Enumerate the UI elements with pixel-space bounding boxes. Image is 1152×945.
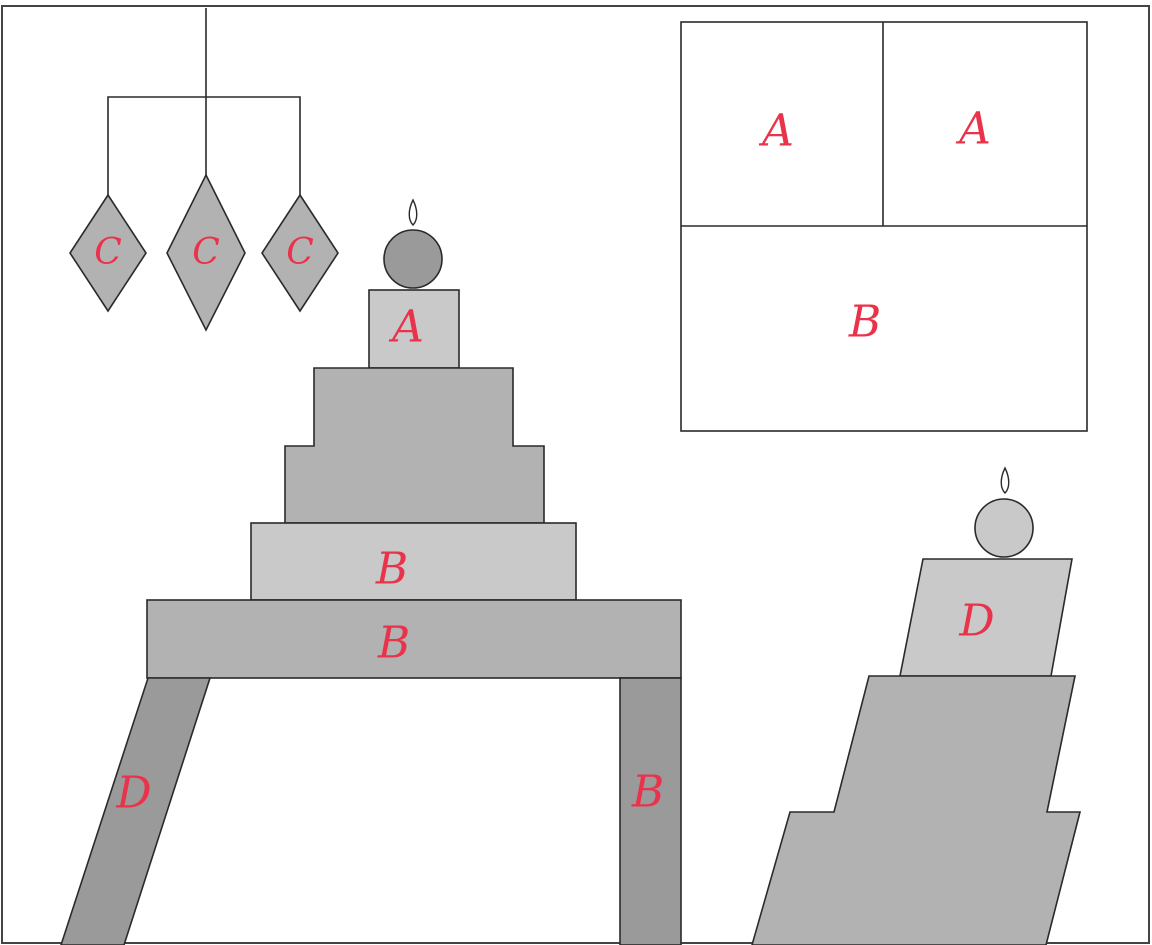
right-upper-block-label: D	[958, 596, 994, 647]
cake-upper-tier	[285, 368, 544, 523]
diamond-center-label: C	[192, 232, 220, 273]
diamond-right-label: C	[286, 232, 314, 273]
table-top	[147, 600, 681, 678]
cake-figure: A B B D B	[61, 200, 681, 945]
table-left-leg-label: D	[115, 768, 151, 819]
cake-candle-ball	[384, 230, 442, 288]
right-candle-flame	[1001, 468, 1009, 493]
square-key: A A B	[681, 22, 1087, 431]
right-candle-ball	[975, 499, 1033, 557]
right-lower-body	[752, 676, 1080, 945]
square-top-right-label: A	[955, 104, 991, 155]
cake-middle-tier	[251, 523, 576, 600]
hanging-mobile: C C C	[70, 8, 338, 330]
square-bottom-label: B	[848, 297, 881, 348]
cake-candle-flame	[409, 200, 417, 225]
table-top-label: B	[377, 618, 410, 669]
cake-top-block-label: A	[388, 302, 424, 353]
square-top-left-label: A	[758, 106, 794, 157]
diamond-left-label: C	[94, 232, 122, 273]
right-figure: D	[752, 468, 1080, 945]
cake-middle-tier-label: B	[375, 544, 408, 595]
table-right-leg-label: B	[631, 767, 664, 818]
